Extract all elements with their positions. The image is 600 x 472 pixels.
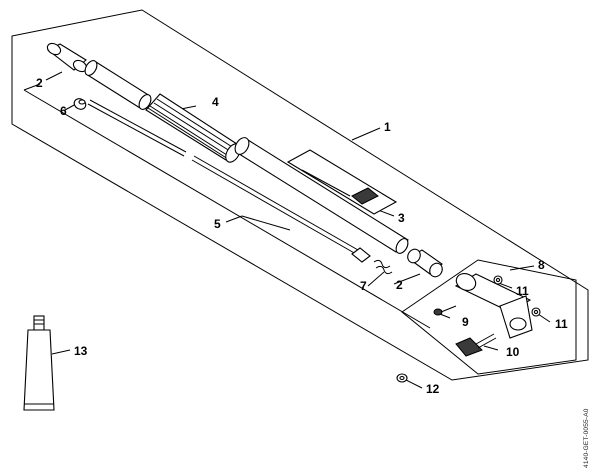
callout-8: 8 [538, 258, 545, 272]
callout-4: 4 [212, 95, 219, 109]
nut-upper [493, 275, 503, 285]
handle-bracket [454, 273, 533, 339]
callout-3: 3 [398, 211, 405, 225]
washer [396, 373, 408, 383]
callout-12: 12 [426, 382, 440, 396]
callout-11-upper: 11 [516, 284, 529, 298]
grease-tube [23, 315, 55, 411]
screw [433, 305, 457, 316]
callout-7: 7 [360, 279, 367, 293]
callout-6: 6 [60, 104, 67, 118]
bush-small [73, 98, 87, 110]
assembly-frame-main [11, 9, 589, 381]
drive-shaft [87, 99, 371, 263]
callout-13: 13 [74, 344, 88, 358]
decal-label [286, 149, 398, 215]
callout-10: 10 [506, 345, 520, 359]
clamp-sleeve-lower [406, 248, 443, 278]
spring-clip [373, 259, 393, 275]
callout-1: 1 [384, 120, 391, 134]
nut-right [531, 307, 541, 317]
callout-5: 5 [214, 217, 221, 231]
callout-2-upper: 2 [36, 76, 43, 90]
sleeve-tube-short [84, 60, 152, 110]
clamp-sleeve-upper [46, 42, 88, 73]
main-tube [234, 137, 409, 254]
grip-hose-ribbed [145, 93, 241, 163]
callout-9: 9 [462, 315, 469, 329]
callout-11-right: 11 [555, 317, 568, 331]
wing-screw [455, 333, 497, 357]
assembly-frame-handle [401, 259, 577, 375]
callout-2-lower: 2 [396, 278, 403, 292]
reference-code: 4140-GET-0055-A0 [583, 408, 590, 468]
